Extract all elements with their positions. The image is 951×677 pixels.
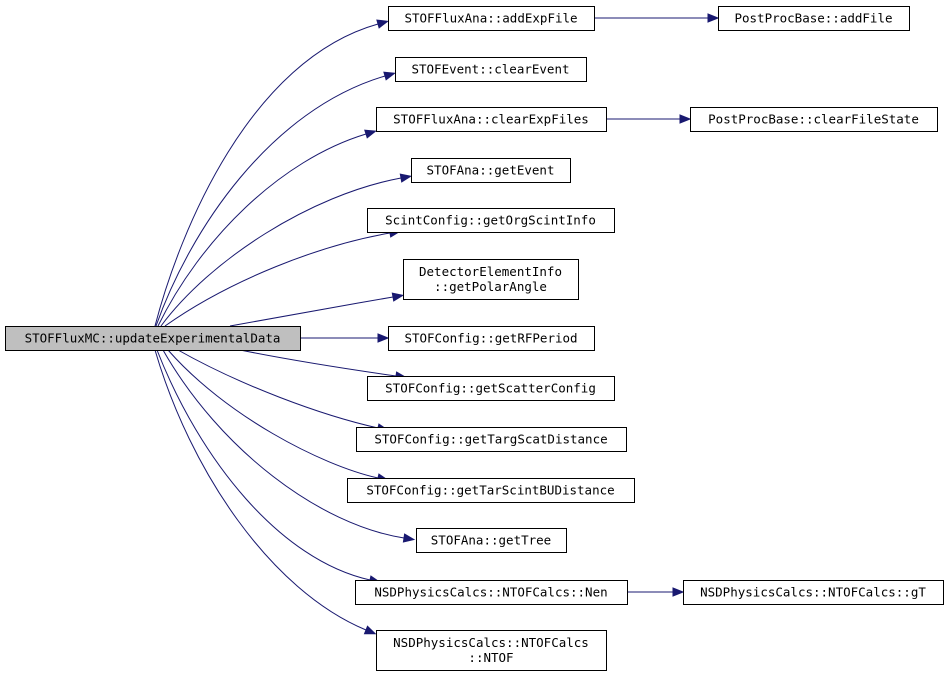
edge-root-to-getTree xyxy=(162,349,405,539)
edge-root-to-getTarScintBUDistance xyxy=(167,349,379,479)
node-label-clearFileState: PostProcBase::clearFileState xyxy=(708,112,919,127)
node-label-getTarScintBUDistance: STOFConfig::getTarScintBUDistance xyxy=(366,483,614,498)
node-label-getOrgScintInfo: ScintConfig::getOrgScintInfo xyxy=(385,213,596,228)
node-box-getTargScatDistance xyxy=(356,427,627,452)
edge-arrowhead-gT xyxy=(672,587,685,597)
edge-arrowhead-getPolarAngle xyxy=(391,292,405,302)
edge-root-to-NTOF xyxy=(154,349,367,631)
node-box-root xyxy=(5,326,301,351)
node-box-getOrgScintInfo xyxy=(367,208,615,233)
edge-root-to-getPolarAngle xyxy=(229,296,394,327)
node-getScatterConfig[interactable]: STOFConfig::getScatterConfig xyxy=(367,376,615,401)
node-box-addFile xyxy=(718,6,910,31)
node-getEvent[interactable]: STOFAna::getEvent xyxy=(411,158,571,183)
node-box-Nen xyxy=(355,580,628,605)
node-getRFPeriod[interactable]: STOFConfig::getRFPeriod xyxy=(388,326,595,351)
node-label-getScatterConfig: STOFConfig::getScatterConfig xyxy=(385,381,596,396)
node-box-clearEvent xyxy=(395,57,587,82)
node-label-getEvent: STOFAna::getEvent xyxy=(427,163,555,178)
edge-arrowhead-clearEvent xyxy=(383,71,396,81)
node-getTargScatDistance[interactable]: STOFConfig::getTargScatDistance xyxy=(356,427,627,452)
node-label-getPolarAngle-line-1: DetectorElementInfo xyxy=(419,264,562,279)
node-label-clearEvent: STOFEvent::clearEvent xyxy=(411,62,569,77)
node-box-getTree xyxy=(416,528,567,553)
node-label-getPolarAngle-line-2: ::getPolarAngle xyxy=(434,279,547,294)
node-box-getTarScintBUDistance xyxy=(347,478,635,503)
node-box-clearFileState xyxy=(690,107,938,132)
node-label-Nen: NSDPhysicsCalcs::NTOFCalcs::Nen xyxy=(374,585,607,600)
node-getTree[interactable]: STOFAna::getTree xyxy=(416,528,567,553)
node-label-NTOF-line-2: ::NTOF xyxy=(468,650,513,665)
node-box-clearExpFiles xyxy=(376,107,607,132)
edge-arrowhead-getEvent xyxy=(399,173,413,183)
node-box-getPolarAngle xyxy=(403,259,579,300)
node-box-getScatterConfig xyxy=(367,376,615,401)
node-gT[interactable]: NSDPhysicsCalcs::NTOFCalcs::gT xyxy=(683,580,944,605)
node-box-addExpFile xyxy=(388,6,595,31)
node-getOrgScintInfo[interactable]: ScintConfig::getOrgScintInfo xyxy=(367,208,615,233)
edge-arrowhead-addExpFile xyxy=(376,19,389,29)
node-label-root: STOFFluxMC::updateExperimentalData xyxy=(25,331,281,346)
node-clearFileState[interactable]: PostProcBase::clearFileState xyxy=(690,107,938,132)
node-Nen[interactable]: NSDPhysicsCalcs::NTOFCalcs::Nen xyxy=(355,580,628,605)
node-NTOF[interactable]: NSDPhysicsCalcs::NTOFCalcs::NTOF xyxy=(376,630,607,671)
node-label-getRFPeriod: STOFConfig::getRFPeriod xyxy=(404,331,577,346)
edge-root-to-clearEvent xyxy=(155,75,386,327)
node-label-getTargScatDistance: STOFConfig::getTargScatDistance xyxy=(374,432,607,447)
call-graph-nodes: STOFFluxMC::updateExperimentalData STOFFl… xyxy=(5,6,944,671)
edge-arrowhead-NTOF xyxy=(363,625,377,635)
edge-root-to-getScatterConfig xyxy=(239,349,397,377)
edge-arrowhead-clearFileState xyxy=(679,114,692,124)
node-label-getTree: STOFAna::getTree xyxy=(431,533,551,548)
node-addFile[interactable]: PostProcBase::addFile xyxy=(718,6,910,31)
node-label-addFile: PostProcBase::addFile xyxy=(734,11,892,26)
node-root[interactable]: STOFFluxMC::updateExperimentalData xyxy=(5,326,301,351)
edge-root-to-Nen xyxy=(156,349,371,581)
node-clearEvent[interactable]: STOFEvent::clearEvent xyxy=(395,57,587,82)
node-label-gT: NSDPhysicsCalcs::NTOFCalcs::gT xyxy=(700,585,926,600)
edge-root-to-getEvent xyxy=(160,177,402,327)
node-box-getRFPeriod xyxy=(388,326,595,351)
node-getTarScintBUDistance[interactable]: STOFConfig::getTarScintBUDistance xyxy=(347,478,635,503)
edge-root-to-getTargScatDistance xyxy=(177,349,379,429)
node-box-NTOF xyxy=(376,630,607,671)
node-clearExpFiles[interactable]: STOFFluxAna::clearExpFiles xyxy=(376,107,607,132)
edge-root-to-getOrgScintInfo xyxy=(164,232,391,327)
edge-root-to-clearExpFiles xyxy=(157,133,367,327)
node-label-NTOF-line-1: NSDPhysicsCalcs::NTOFCalcs xyxy=(393,635,589,650)
node-addExpFile[interactable]: STOFFluxAna::addExpFile xyxy=(388,6,595,31)
edge-arrowhead-getRFPeriod xyxy=(377,333,390,343)
edge-root-to-addExpFile xyxy=(154,23,379,327)
edge-arrowhead-addFile xyxy=(707,13,720,23)
node-box-getEvent xyxy=(411,158,571,183)
node-label-clearExpFiles: STOFFluxAna::clearExpFiles xyxy=(393,112,589,127)
node-getPolarAngle[interactable]: DetectorElementInfo::getPolarAngle xyxy=(403,259,579,300)
node-box-gT xyxy=(683,580,944,605)
node-label-addExpFile: STOFFluxAna::addExpFile xyxy=(404,11,577,26)
edge-arrowhead-getTree xyxy=(402,533,416,543)
edge-arrowhead-clearExpFiles xyxy=(364,129,377,139)
